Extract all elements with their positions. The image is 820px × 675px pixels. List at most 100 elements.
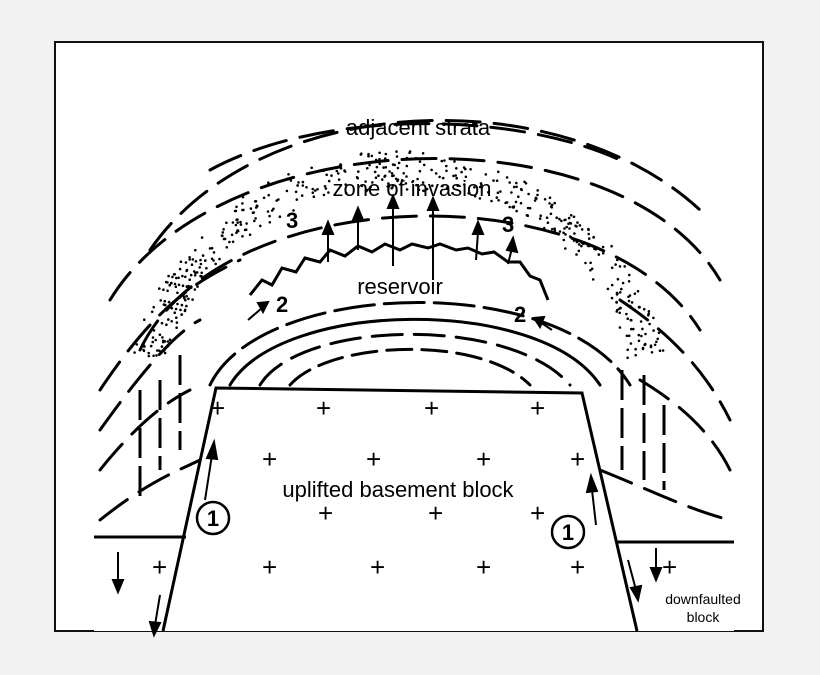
- adjacent-strata-dashes: [98, 119, 732, 522]
- stipple-dot: [404, 182, 408, 185]
- stipple-dot: [395, 155, 399, 158]
- stipple-dot: [637, 306, 641, 309]
- stipple-dot: [405, 188, 409, 191]
- stipple-dot: [285, 189, 289, 193]
- basement-cross: +: [366, 444, 381, 474]
- stipple-dot: [438, 175, 441, 179]
- stipple-dot: [634, 347, 637, 351]
- label-zone-of-invasion: zone of invasion: [333, 176, 492, 201]
- stipple-dot: [445, 169, 448, 173]
- stipple-dot: [627, 334, 631, 338]
- stipple-dot: [194, 260, 198, 263]
- basement-cross: +: [152, 552, 167, 582]
- stipple-dot: [400, 179, 404, 182]
- stipple-dot: [316, 188, 319, 191]
- basement-cross: +: [428, 498, 443, 528]
- stipple-dot: [359, 153, 363, 156]
- stipple-dot: [356, 176, 360, 180]
- stipple-dot: [230, 233, 234, 237]
- stipple-dot: [550, 227, 554, 231]
- stipple-dot: [371, 181, 374, 184]
- stipple-dot: [337, 172, 340, 175]
- stipple-dot: [567, 222, 570, 225]
- stipple-dot: [259, 224, 262, 228]
- stipple-dot: [297, 181, 300, 184]
- stipple-dot: [300, 194, 304, 197]
- stipple-dot: [262, 196, 266, 200]
- stipple-dot: [615, 300, 618, 304]
- stipple-dot: [558, 217, 561, 221]
- label-downfaulted: downfaulted: [665, 591, 741, 607]
- stipple-dot: [249, 207, 253, 210]
- stipple-dot: [415, 183, 418, 187]
- stipple-dot: [162, 288, 165, 292]
- stipple-dot: [384, 166, 388, 169]
- stipple-dot: [375, 160, 379, 163]
- stipple-dot: [324, 187, 328, 190]
- stipple-dot: [469, 168, 472, 171]
- stipple-dot: [512, 205, 516, 208]
- stipple-dot: [181, 274, 184, 278]
- stipple-dot: [383, 175, 386, 178]
- stipple-dot: [526, 214, 530, 217]
- stipple-dot: [151, 340, 154, 344]
- stipple-dot: [593, 247, 596, 251]
- stipple-dot: [402, 172, 406, 175]
- stipple-dot: [497, 170, 500, 174]
- stipple-dot: [414, 156, 418, 160]
- stipple-dot: [141, 341, 145, 345]
- stipple-dot: [254, 206, 258, 209]
- stipple-dot: [515, 185, 518, 189]
- stipple-dot: [543, 198, 547, 201]
- basement-cross: +: [210, 393, 225, 423]
- stipple-dot: [538, 217, 542, 220]
- stipple-dot: [553, 227, 556, 230]
- stipple-dot: [251, 211, 255, 214]
- stipple-dot: [175, 276, 178, 280]
- stipple-dot: [533, 199, 537, 202]
- stipple-dot: [173, 282, 177, 286]
- stipple-dot: [456, 184, 460, 187]
- stipple-dot: [584, 261, 587, 265]
- stipple-dot: [366, 166, 369, 170]
- stipple-dot: [210, 257, 214, 261]
- stipple-dot: [625, 334, 629, 338]
- stipple-dot: [239, 223, 243, 226]
- stipple-dot: [169, 281, 173, 285]
- stipple-dot: [510, 191, 513, 194]
- stipple-dot: [548, 202, 551, 205]
- basement-cross: +: [662, 552, 677, 582]
- stipple-dot: [268, 221, 272, 224]
- stipple-dot: [568, 227, 571, 230]
- stipple-dot: [455, 167, 458, 170]
- stipple-dot: [601, 245, 605, 249]
- stipple-dot: [581, 241, 584, 245]
- stipple-dot: [236, 221, 239, 224]
- stipple-dot: [647, 314, 650, 317]
- stipple-dot: [201, 254, 205, 257]
- stipple-dot: [167, 300, 171, 304]
- stipple-dot: [479, 182, 483, 185]
- stipple-dot: [188, 278, 191, 282]
- stipple-dot: [183, 296, 186, 300]
- stipple-dot: [323, 185, 327, 188]
- stipple-dot: [473, 186, 476, 189]
- stipple-dot: [322, 169, 325, 172]
- stipple-dot: [310, 166, 314, 170]
- stipple-dot: [492, 179, 495, 182]
- stipple-dot: [378, 157, 381, 161]
- stipple-dot: [652, 316, 655, 320]
- stipple-dot: [434, 172, 438, 175]
- marker-one-left: 1: [195, 500, 231, 536]
- stipple-dot: [327, 191, 330, 194]
- stipple-dot: [175, 326, 178, 330]
- stipple-dot: [536, 189, 539, 192]
- stipple-dot: [527, 192, 530, 196]
- stipple-dot: [422, 189, 425, 193]
- stipple-dot: [344, 183, 348, 186]
- stipple-dot: [569, 214, 573, 217]
- stipple-dot: [642, 307, 646, 311]
- stipple-dot: [166, 340, 170, 343]
- stipple-dot: [548, 196, 552, 199]
